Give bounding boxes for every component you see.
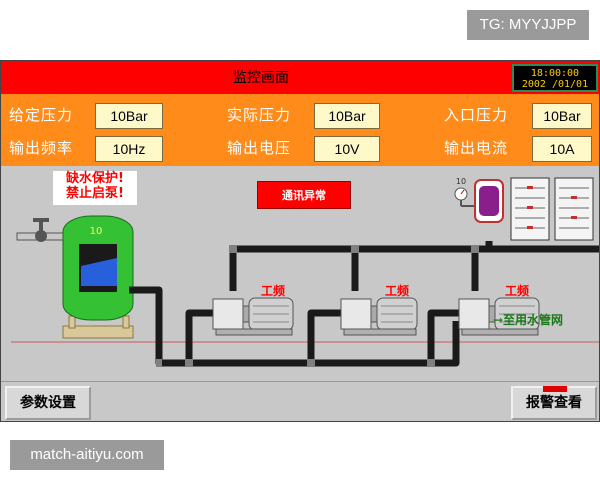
clock-display: 18:00:00 2002 /01/01: [512, 64, 598, 92]
actual-pressure-value: 10Bar: [314, 103, 380, 129]
water-shortage-line-2: 禁止启泵!: [66, 186, 124, 201]
water-shortage-line-1: 缺水保护!: [66, 171, 124, 186]
tank-level-value: 10: [90, 226, 103, 237]
water-shortage-alarm: 缺水保护! 禁止启泵!: [53, 171, 137, 205]
water-tank: [62, 215, 134, 339]
pump-2[interactable]: [340, 297, 418, 336]
output-current-value: 10A: [532, 136, 592, 162]
parameter-panel: 给定压力 10Bar 实际压力 10Bar 入口压力 10Bar 输出频率 10…: [1, 94, 599, 166]
pump-2-mode-label: 工频: [384, 284, 409, 298]
output-current-label: 输出电流: [444, 139, 509, 157]
pressure-vessel: [474, 179, 504, 223]
comm-fault-indicator: 通讯异常: [257, 181, 351, 209]
inlet-pressure-label: 入口压力: [444, 106, 509, 124]
inlet-pressure-value: 10Bar: [532, 103, 592, 129]
pressure-gauge-icon: [454, 187, 475, 207]
set-pressure-label: 给定压力: [9, 106, 74, 124]
output-voltage-value: 10V: [314, 136, 380, 162]
title-bar: 监控画面 18:00:00 2002 /01/01: [1, 61, 599, 94]
inlet-valve[interactable]: [16, 218, 64, 242]
pump-3[interactable]: [458, 297, 540, 336]
watermark-top: TG: MYYJJPP: [467, 10, 589, 40]
bottom-toolbar: 参数设置 报警查看: [1, 381, 599, 421]
actual-pressure-label: 实际压力: [227, 106, 292, 124]
output-voltage-label: 输出电压: [227, 139, 292, 157]
pump-3-mode-label: 工频: [504, 284, 529, 298]
pump-1-mode-label: 工频: [260, 284, 285, 298]
clock-date: 2002 /01/01: [521, 79, 589, 90]
gauge-value: 10: [456, 177, 466, 186]
pipe-joints: [156, 245, 479, 367]
output-frequency-value: 10Hz: [95, 136, 163, 162]
pump-1[interactable]: [212, 297, 294, 336]
process-diagram: 10: [11, 177, 599, 367]
set-pressure-value[interactable]: 10Bar: [95, 103, 163, 129]
water-network-cabinets: [510, 177, 594, 241]
pipe-network-label: →至用水管网: [493, 313, 564, 327]
page-title: 监控画面: [233, 70, 289, 86]
clock-time: 18:00:00: [530, 68, 580, 79]
parameter-settings-button[interactable]: 参数设置: [5, 386, 91, 420]
watermark-bottom: match-aitiyu.com: [10, 440, 164, 470]
hmi-screen: 监控画面 18:00:00 2002 /01/01 给定压力 10Bar 实际压…: [0, 60, 600, 422]
output-frequency-label: 输出频率: [9, 139, 74, 157]
alarm-led-indicator: [543, 386, 567, 392]
